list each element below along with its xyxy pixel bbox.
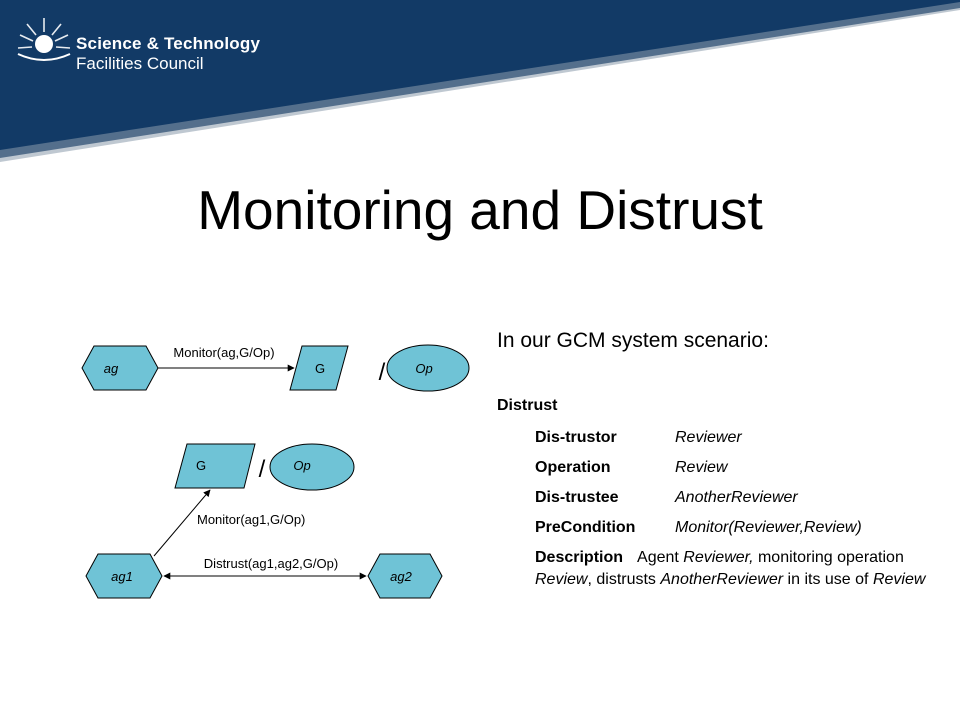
- agent-ag1-label: ag1: [111, 569, 133, 584]
- row-key: PreCondition: [535, 519, 636, 536]
- row-key: Operation: [535, 459, 611, 476]
- goal-g-label: G: [315, 361, 325, 376]
- description-block: Description Agent Reviewer, monitoring op…: [535, 547, 935, 591]
- distrust-heading: Distrust: [497, 397, 558, 414]
- monitor-edge-bottom: [153, 489, 211, 557]
- description-text: in its use of: [783, 571, 873, 588]
- description-text: Reviewer,: [683, 549, 754, 566]
- scenario-heading: In our GCM system scenario:: [497, 329, 769, 352]
- slide-title: Monitoring and Distrust: [197, 179, 763, 241]
- goal-g-label-bottom: G: [196, 458, 206, 473]
- row-value: AnotherReviewer: [675, 489, 798, 506]
- row-distrustor: Dis-trustor Reviewer: [535, 429, 742, 447]
- agent-ag-label: ag: [104, 361, 119, 376]
- stfc-logo-icon: [17, 18, 71, 61]
- description-text: monitoring operation: [753, 549, 904, 566]
- description-key: Description: [535, 549, 624, 566]
- agent-ag2-label: ag2: [390, 569, 412, 584]
- row-value: Review: [675, 459, 728, 476]
- operation-op-label: Op: [415, 361, 432, 376]
- description-text: Review: [872, 571, 926, 588]
- row-distrustee: Dis-trustee AnotherReviewer: [535, 489, 798, 507]
- row-key: Dis-trustor: [535, 429, 617, 446]
- monitor-label-bottom: Monitor(ag1,G/Op): [197, 512, 305, 527]
- agent-ag2-node: [367, 553, 443, 599]
- row-operation: Operation Review: [535, 459, 727, 477]
- agent-ag-node: [81, 345, 159, 391]
- org-name-line2: Facilities Council: [76, 54, 204, 73]
- operation-op-node-bottom: [269, 443, 355, 491]
- description-text: AnotherReviewer: [660, 571, 784, 588]
- row-value: Monitor(Reviewer,Review): [675, 519, 862, 536]
- description-text: , distrusts: [587, 571, 661, 588]
- separator-bottom: /: [259, 456, 266, 483]
- description-text: Agent: [637, 549, 684, 566]
- org-name-line1: Science & Technology: [76, 34, 261, 53]
- org-name: Science & Technology Facilities Council: [76, 34, 260, 74]
- operation-op-label-bottom: Op: [293, 458, 310, 473]
- separator-top: /: [379, 359, 386, 386]
- row-value: Reviewer: [675, 429, 742, 446]
- goal-g-node-bottom: [174, 443, 256, 489]
- description-text: Review: [535, 571, 588, 588]
- row-precondition: PreCondition Monitor(Reviewer,Review): [535, 519, 862, 537]
- header-banner: [0, 0, 960, 162]
- agent-ag1-node: [85, 553, 163, 599]
- operation-op-node: [386, 344, 470, 392]
- monitor-label-top: Monitor(ag,G/Op): [173, 345, 274, 360]
- row-key: Dis-trustee: [535, 489, 619, 506]
- goal-g-node: [289, 345, 349, 391]
- distrust-label: Distrust(ag1,ag2,G/Op): [204, 556, 338, 571]
